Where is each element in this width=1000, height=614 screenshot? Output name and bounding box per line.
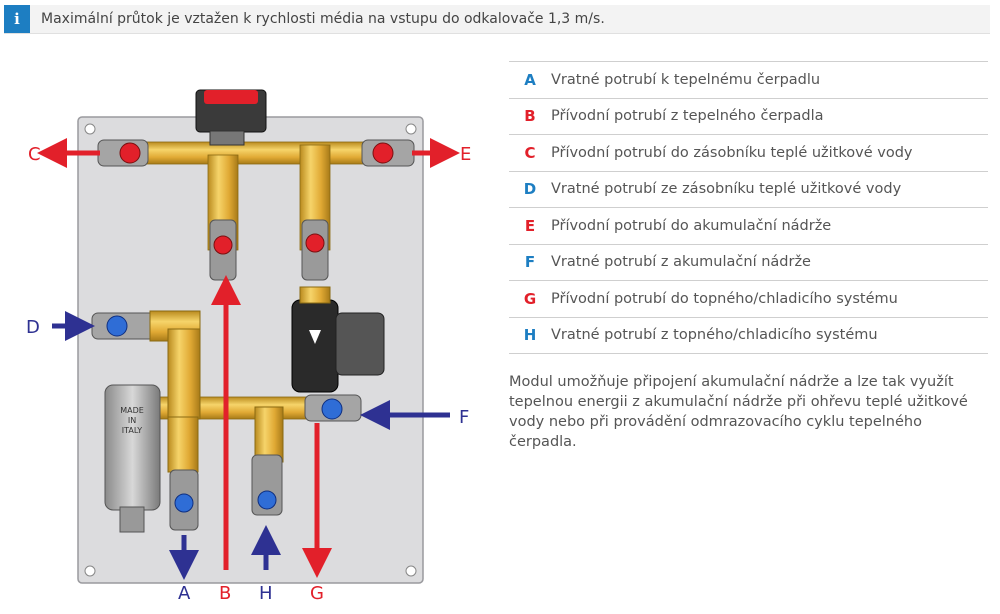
legend-text: Vratné potrubí z akumulační nádrže <box>551 254 811 271</box>
legend-text: Přívodní potrubí do topného/chladicího s… <box>551 290 898 307</box>
circulation-pump <box>291 299 339 393</box>
label-b: B <box>219 583 231 604</box>
notice-text: Maximální průtok je vztažen k rychlosti … <box>41 11 605 27</box>
legend-item-h: H Vratné potrubí z topného/chladicího sys… <box>509 318 988 354</box>
filter-text-1: MADE <box>120 406 144 415</box>
legend-letter: C <box>524 143 536 162</box>
filter-text-2: IN <box>128 416 136 425</box>
legend-letter: F <box>524 253 536 272</box>
legend-item-b: B Přívodní potrubí z tepelného čerpadla <box>509 99 988 135</box>
module-diagram: MADE IN ITALY C E D F A B H G <box>26 89 471 604</box>
legend-item-a: A Vratné potrubí k tepelnému čerpadlu <box>509 62 988 99</box>
legend-letter: H <box>523 326 537 345</box>
label-c: C <box>28 144 41 165</box>
legend-text: Vratné potrubí z topného/chladicího syst… <box>551 327 878 344</box>
legend-text: Přívodní potrubí do zásobníku teplé užit… <box>551 144 913 161</box>
legend-letter: E <box>524 216 536 235</box>
legend-item-g: G Přívodní potrubí do topného/chladicího … <box>509 281 988 318</box>
dirt-separator <box>104 384 161 511</box>
label-a: A <box>178 583 191 604</box>
label-f: F <box>459 407 469 428</box>
legend-text: Vratné potrubí ze zásobníku teplé užitko… <box>551 181 902 198</box>
info-notice: i Maximální průtok je vztažen k rychlost… <box>4 5 990 34</box>
label-h: H <box>259 583 273 604</box>
legend-letter: G <box>523 289 537 308</box>
legend-text: Přívodní potrubí z tepelného čerpadla <box>551 108 824 125</box>
legend-text: Vratné potrubí k tepelnému čerpadlu <box>551 71 821 88</box>
legend-text: Přívodní potrubí do akumulační nádrže <box>551 217 832 234</box>
legend-item-d: D Vratné potrubí ze zásobníku teplé užitk… <box>509 172 988 208</box>
filter-text-3: ITALY <box>122 426 142 435</box>
info-icon: i <box>4 5 30 33</box>
legend-letter: B <box>524 107 536 126</box>
label-e: E <box>460 144 471 165</box>
legend-letter: D <box>523 180 537 199</box>
label-g: G <box>310 583 324 604</box>
legend-letter: A <box>524 70 536 89</box>
connection-legend: A Vratné potrubí k tepelnému čerpadlu B Př… <box>509 61 988 354</box>
legend-item-f: F Vratné potrubí z akumulační nádrže <box>509 245 988 281</box>
legend-item-e: E Přívodní potrubí do akumulační nádrže <box>509 208 988 245</box>
label-d: D <box>26 317 40 338</box>
module-description: Modul umožňuje připojení akumulační nádr… <box>509 374 968 450</box>
plate-holes <box>84 123 417 577</box>
legend-item-c: C Přívodní potrubí do zásobníku teplé uži… <box>509 135 988 172</box>
